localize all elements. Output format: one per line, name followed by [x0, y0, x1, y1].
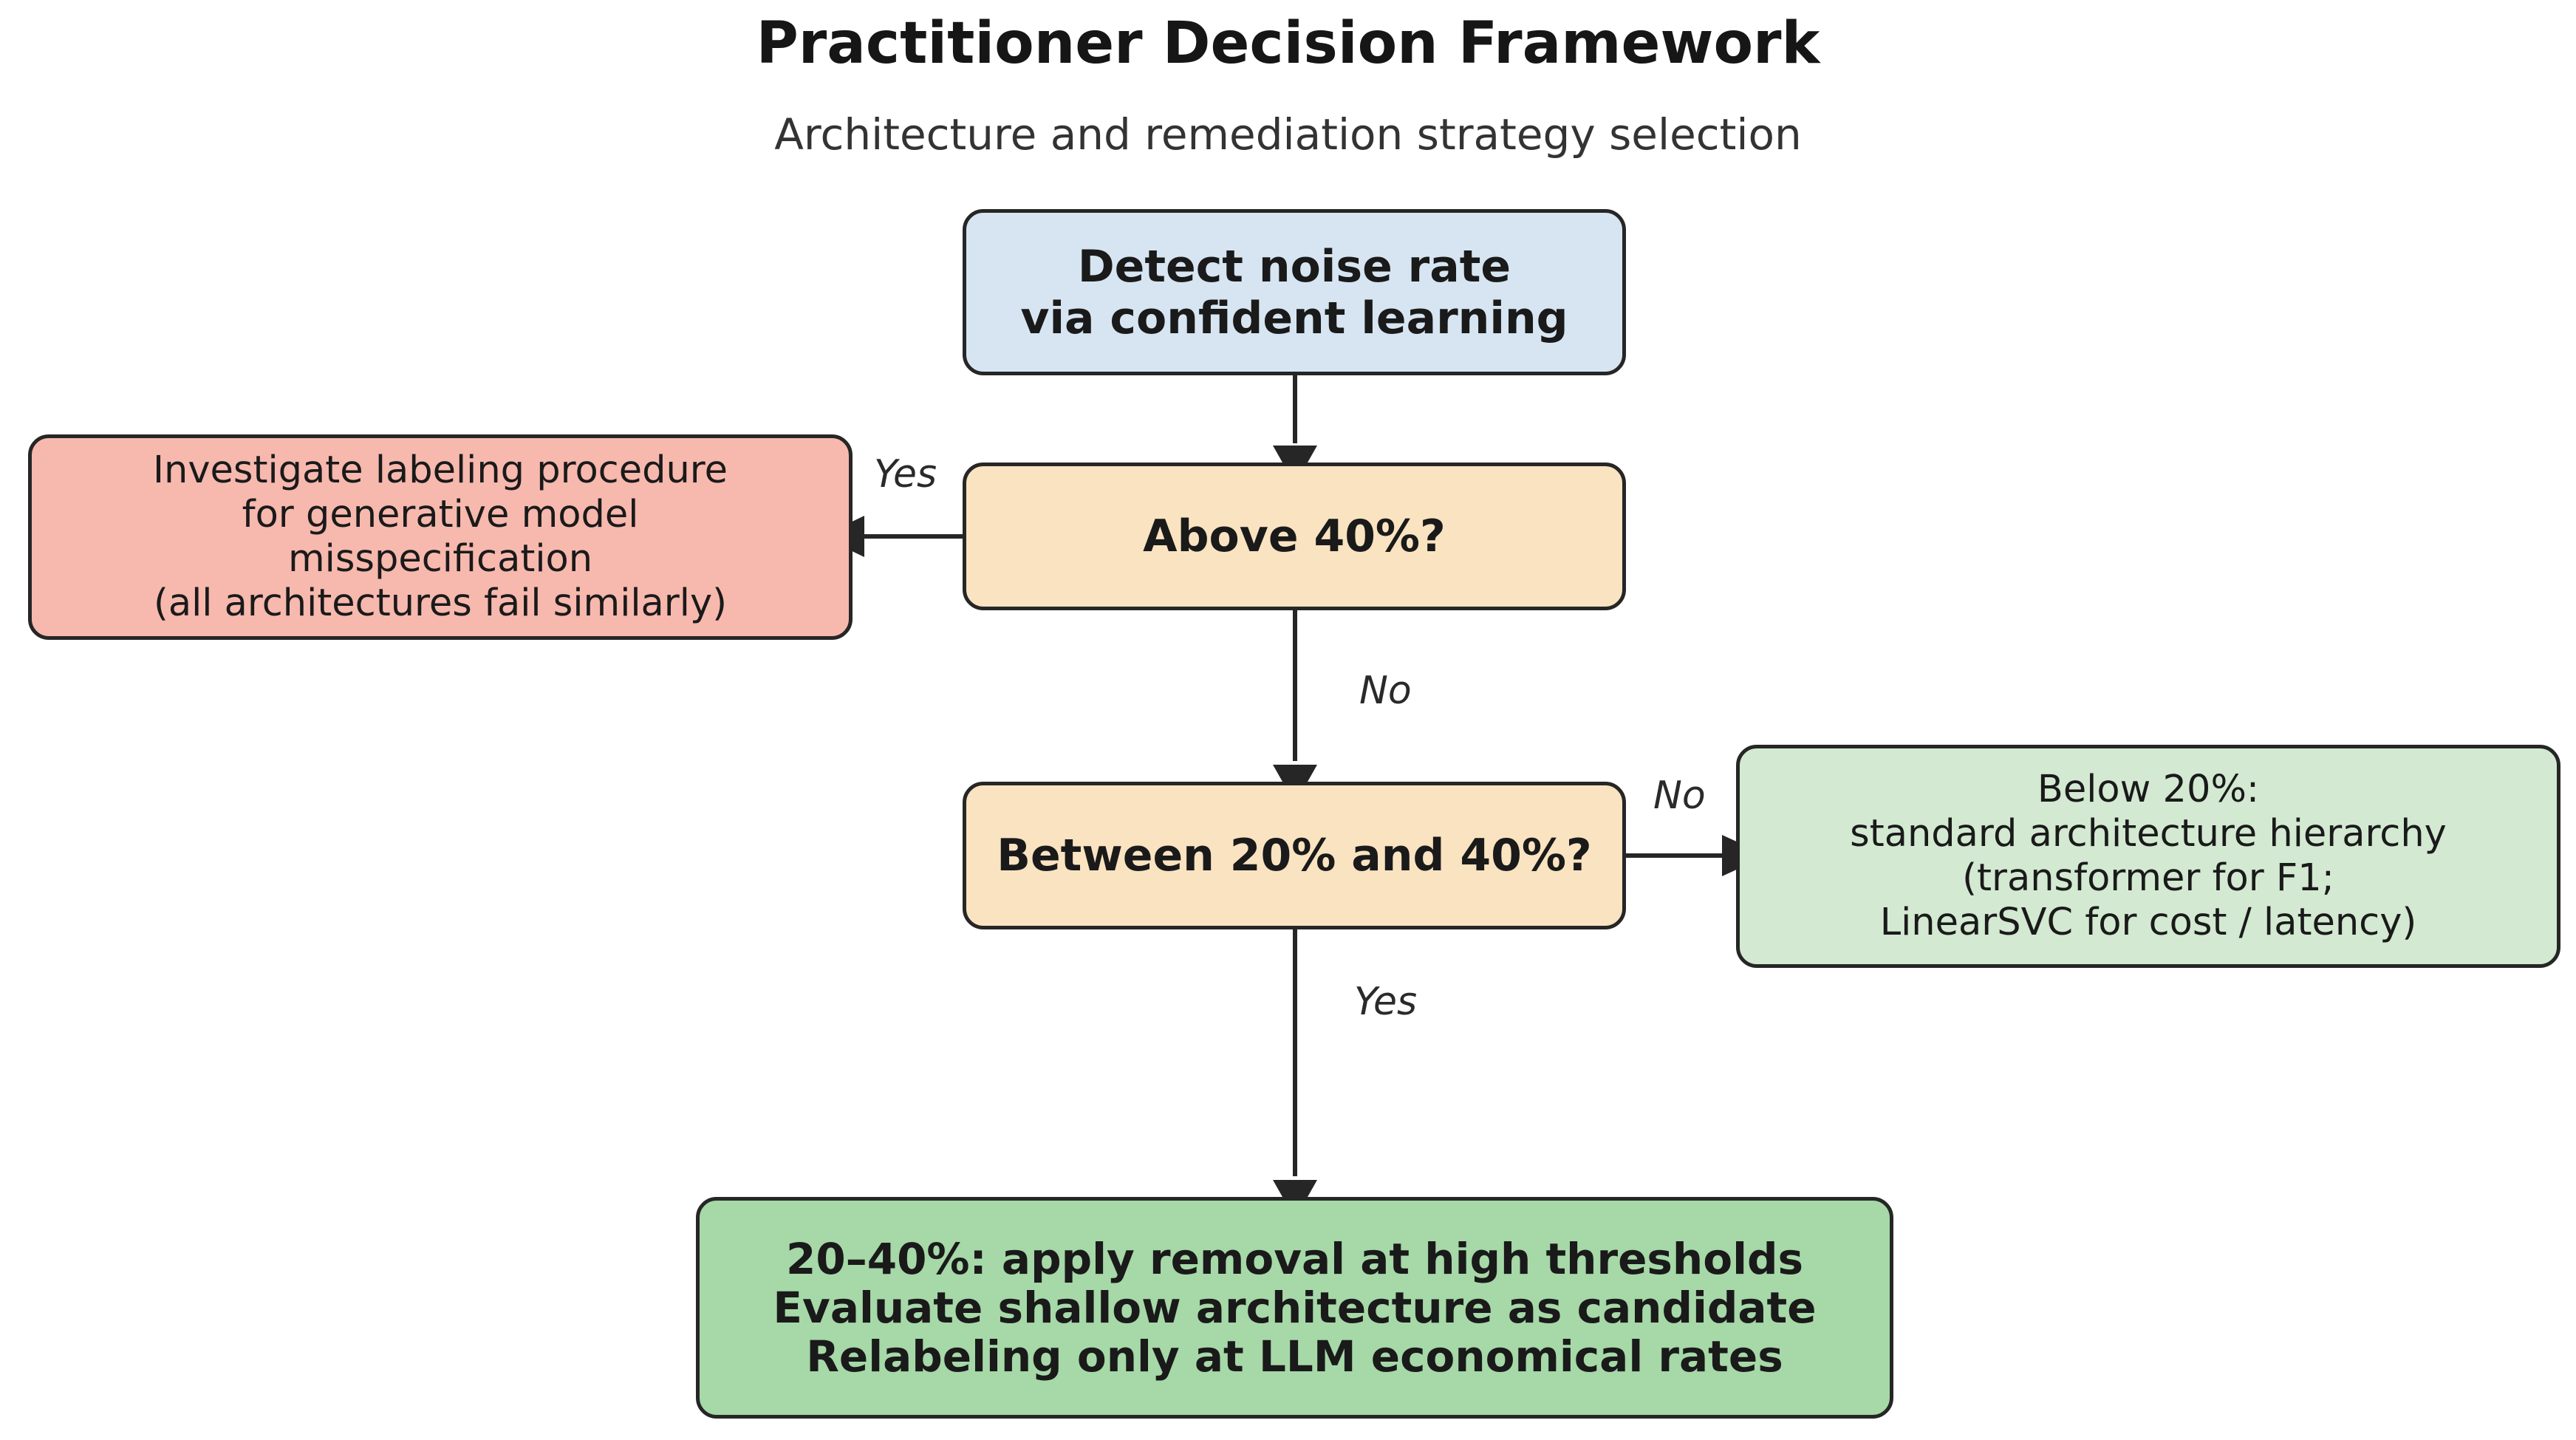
node-text-line: (transformer for F1; [1962, 856, 2334, 900]
node-text-line: Below 20%: [2037, 768, 2260, 811]
node-text-line: standard architecture hierarchy [1850, 812, 2447, 856]
diagram-title: Practitioner Decision Framework [756, 10, 1820, 77]
node-text-line: LinearSVC for cost / latency) [1879, 901, 2417, 944]
node-text-line: (all architectures fail similarly) [153, 581, 728, 625]
node-text-line: Evaluate shallow architecture as candida… [773, 1283, 1817, 1333]
diagram-subtitle: Architecture and remediation strategy se… [774, 109, 1802, 160]
node-text-line: for generative model [242, 493, 639, 536]
node-below-20: Below 20%: standard architecture hierarc… [1736, 745, 2560, 968]
decision-above-40: Above 40%? [963, 463, 1626, 610]
node-text-line: Between 20% and 40%? [997, 830, 1592, 881]
node-text-line: Investigate labeling procedure [152, 448, 728, 492]
node-text-line: Above 40%? [1143, 511, 1446, 562]
node-detect-noise-rate: Detect noise rate via confident learning [963, 209, 1626, 375]
edge-label-above-no: No [1359, 669, 1412, 713]
node-text-line: misspecification [287, 537, 593, 581]
decision-between-20-40: Between 20% and 40%? [963, 782, 1626, 929]
edge-label-above-yes: Yes [874, 452, 937, 497]
node-text-line: via confident learning [1020, 292, 1568, 344]
edge-label-between-yes: Yes [1354, 980, 1418, 1024]
node-text-line: Relabeling only at LLM economical rates [806, 1331, 1783, 1382]
node-text-line: Detect noise rate [1077, 240, 1511, 293]
node-apply-removal: 20–40%: apply removal at high thresholds… [696, 1197, 1893, 1419]
node-investigate-labeling: Investigate labeling procedure for gener… [28, 434, 853, 640]
node-text-line: 20–40%: apply removal at high thresholds [786, 1234, 1803, 1284]
edge-label-between-no: No [1653, 774, 1706, 818]
